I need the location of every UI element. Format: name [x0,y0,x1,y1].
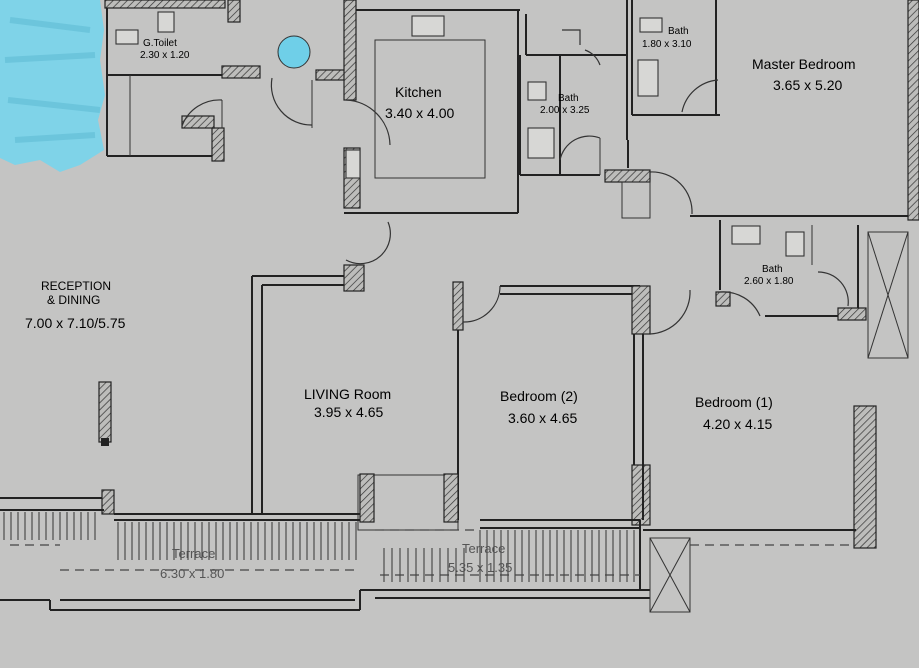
terrace-right-name: Terrace [462,541,505,556]
reception-dim: 7.00 x 7.10/5.75 [25,315,126,331]
bath-center-name: Bath [558,93,579,104]
kitchen-name: Kitchen [395,84,442,100]
dashed-lines [10,529,856,576]
bath-top-dim: 1.80 x 3.10 [642,39,692,50]
terrace-right-dim: 5.35 x 1.35 [448,560,512,575]
g-toilet-name: G.Toilet [143,38,177,49]
reception-name-line2: & DINING [47,293,100,307]
bath-right-name: Bath [762,264,783,275]
terrace-left-dim: 6.30 x 1.80 [160,566,224,581]
bedroom2-name: Bedroom (2) [500,388,578,404]
room-labels: G.Toilet 2.30 x 1.20 Kitchen 3.40 x 4.00… [25,26,855,581]
bedroom1-dim: 4.20 x 4.15 [703,416,772,432]
bath-right-dim: 2.60 x 1.80 [744,276,794,287]
reception-name-line1: RECEPTION [41,279,111,293]
g-toilet-dim: 2.30 x 1.20 [140,50,190,61]
living-room-name: LIVING Room [304,386,391,402]
fixtures [115,11,805,257]
bath-center-dim: 2.00 x 3.25 [540,105,590,116]
kitchen-dim: 3.40 x 4.00 [385,105,454,121]
master-bedroom-dim: 3.65 x 5.20 [773,77,842,93]
redaction-mark [0,0,105,172]
bath-top-name: Bath [668,26,689,37]
terrace-left-name: Terrace [172,546,215,561]
terrace-railings [3,512,635,582]
living-room-dim: 3.95 x 4.65 [314,404,383,420]
bedroom2-dim: 3.60 x 4.65 [508,410,577,426]
bedroom1-name: Bedroom (1) [695,394,773,410]
doors [181,29,849,335]
master-bedroom-name: Master Bedroom [752,56,855,72]
